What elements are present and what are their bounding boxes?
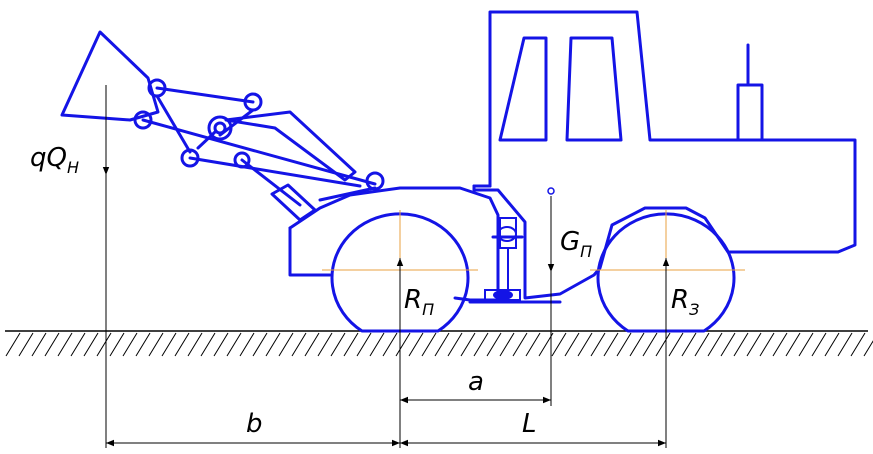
bucket-pivot-bottom [133, 110, 153, 130]
hatch-line [187, 332, 203, 357]
hatch-line [798, 332, 814, 357]
extension-lines [105, 175, 667, 448]
hatch-line [31, 332, 47, 357]
hatch-line [57, 332, 73, 357]
hatch-line [850, 332, 866, 357]
ground [5, 330, 873, 357]
hatch-line [564, 332, 580, 357]
hatch-line [148, 332, 164, 357]
hatch-line [369, 332, 385, 357]
weight-arrow [547, 187, 555, 272]
hatch-line [863, 340, 873, 357]
hatch-line [239, 332, 255, 357]
hatch-line [356, 332, 372, 357]
hatch-line [44, 332, 60, 357]
hatch-line [447, 332, 463, 357]
hatch-line [824, 332, 840, 357]
hatch-line [213, 332, 229, 357]
hatch-line [70, 332, 86, 357]
hatch-line [486, 332, 502, 357]
hatch-line [5, 332, 21, 357]
hatch-line [408, 332, 424, 357]
hatch-line [629, 332, 645, 357]
cab-window-rear [565, 36, 623, 142]
hatch-line [434, 332, 450, 357]
exhaust-base [736, 83, 764, 142]
hatch-line [96, 332, 112, 357]
hatch-line [759, 332, 775, 357]
label-dim-b: b [246, 409, 263, 439]
hatch-line [525, 332, 541, 357]
hatch-line [681, 332, 697, 357]
hatch-line [460, 332, 476, 357]
hatch-line [616, 332, 632, 357]
hatch-line [746, 332, 762, 357]
hatch-line [278, 332, 294, 357]
hatch-line [382, 332, 398, 357]
hitch-lower [484, 289, 521, 301]
cab-window-front [498, 36, 548, 142]
hatch-line [343, 332, 359, 357]
hatch-line [330, 332, 346, 357]
hatch-line [837, 332, 853, 357]
hatch-line [317, 332, 333, 357]
bucket [60, 30, 160, 122]
hatch-line [707, 332, 723, 357]
hatch-line [499, 332, 515, 357]
loader-arm [60, 30, 385, 222]
hatch-line [577, 332, 593, 357]
hatch-line [200, 332, 216, 357]
hatch-line [174, 332, 190, 357]
label-load-force: qQН [30, 143, 79, 177]
label-front-reaction: RП [404, 285, 434, 319]
hatch-line [109, 332, 125, 357]
hatch-line [265, 332, 281, 357]
hatch-line [720, 332, 736, 357]
hatch-line [304, 332, 320, 357]
hatch-line [512, 332, 528, 357]
hatch-line [551, 332, 567, 357]
hatch-line [668, 332, 684, 357]
hatch-line [772, 332, 788, 357]
hatch-line [395, 332, 411, 357]
hatch-line [785, 332, 801, 357]
hatch-line [135, 332, 151, 357]
label-dim-L: L [522, 409, 537, 439]
hitch-upper [499, 217, 517, 249]
rear-wheel [590, 210, 745, 333]
hatch-line [642, 332, 658, 357]
hatch-line [694, 332, 710, 357]
label-rear-reaction: RЗ [671, 285, 699, 319]
hatch-line [603, 332, 619, 357]
hatch-line [811, 332, 827, 357]
hatch-line [291, 332, 307, 357]
hatch-line [161, 332, 177, 357]
hatch-line [733, 332, 749, 357]
hatch-line [226, 332, 242, 357]
ground-hatching [5, 332, 873, 357]
hatch-line [421, 332, 437, 357]
hatch-line [590, 332, 606, 357]
hatch-line [83, 332, 99, 357]
hatch-line [122, 332, 138, 357]
hatch-line [18, 332, 34, 357]
hatch-line [473, 332, 489, 357]
front-frame [288, 186, 562, 304]
hatch-line [655, 332, 671, 357]
label-dim-a: a [468, 367, 484, 397]
hatch-line [252, 332, 268, 357]
tractor-body [472, 10, 857, 300]
label-weight: GП [560, 227, 592, 261]
